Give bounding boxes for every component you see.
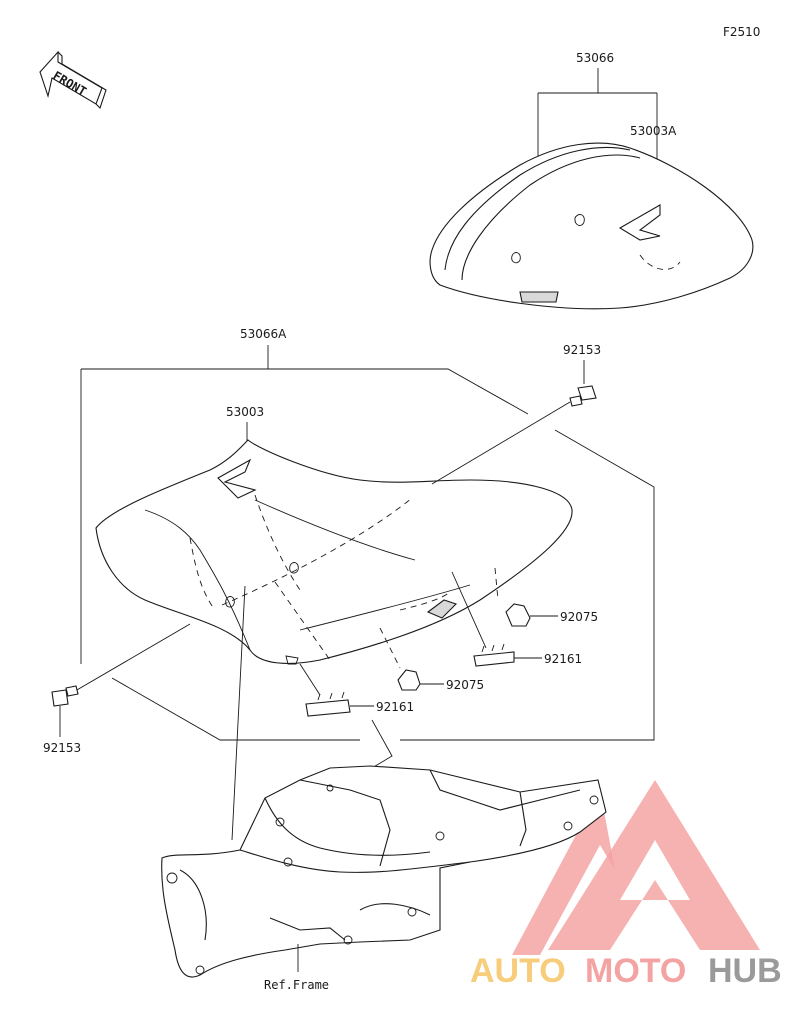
label-53066: 53066 [576, 51, 614, 65]
rear-frame: Ref.Frame [161, 765, 607, 992]
watermark-text-hub: HUB [708, 952, 782, 990]
damper-right: 92075 [494, 567, 598, 627]
rear-seat [429, 142, 754, 310]
ref-frame-label: Ref.Frame [264, 978, 329, 992]
label-92161-right: 92161 [544, 652, 582, 666]
label-53066A: 53066A [240, 327, 287, 341]
cushion-left: 92161 [299, 663, 414, 717]
front-seat-group: 53066A 53003 [80, 327, 655, 741]
label-92161-left: 92161 [376, 700, 414, 714]
damper-center: 92075 [379, 627, 484, 692]
watermark-text-auto: AUTO [470, 952, 566, 990]
label-92075-right: 92075 [560, 610, 598, 624]
front-label: FRONT [51, 68, 89, 98]
front-seat [95, 439, 573, 664]
watermark-triangle-icon [548, 780, 760, 950]
bolt-right: 92153 [431, 343, 601, 485]
front-arrow-icon: FRONT [39, 50, 107, 110]
watermark-logo: AUTO MOTO HUB [470, 780, 782, 990]
label-53003: 53003 [226, 405, 264, 419]
label-53003A: 53003A [630, 124, 677, 138]
figure-code: F2510 [723, 25, 760, 39]
rear-seat-group: 53066 53003A [429, 51, 754, 310]
label-92153-right: 92153 [563, 343, 601, 357]
label-92075-center: 92075 [446, 678, 484, 692]
bolt-left: 92153 [43, 623, 191, 755]
watermark-text-moto: MOTO [585, 952, 686, 990]
cushion-right: 92161 [451, 571, 582, 667]
label-92153-left: 92153 [43, 741, 81, 755]
